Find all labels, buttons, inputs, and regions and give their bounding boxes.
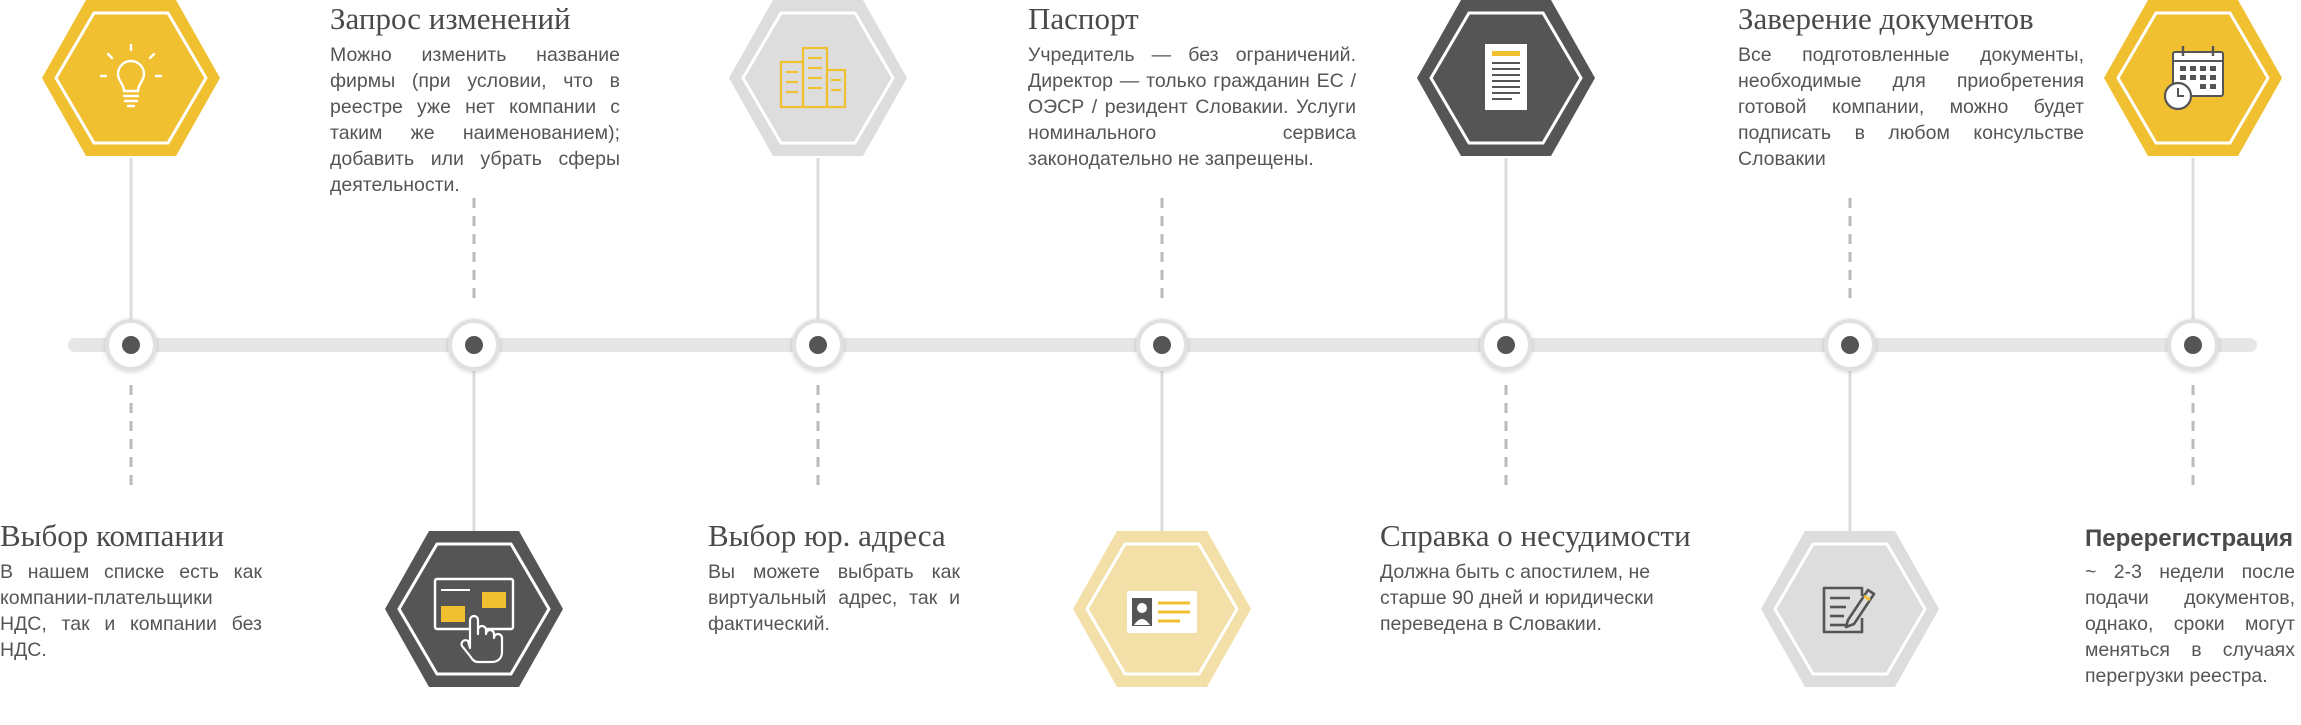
timeline-node-dot [1497,336,1515,354]
id-card-icon [1127,591,1197,633]
step-1-title: Выбор компании [0,518,225,553]
timeline-node-dot [122,336,140,354]
step-6 [1761,198,1939,687]
step-7-title: Перерегистрация [2085,525,2293,552]
step-4-title: Паспорт [1028,1,1139,36]
edit-document-icon [1822,586,1876,634]
touch-screen-icon [433,577,515,664]
timeline-node-dot [1153,336,1171,354]
step-6-description: Все подготовленные документы, необходимы… [1738,44,2084,170]
step-2 [385,198,563,687]
step-2-title: Запрос изменений [330,1,571,36]
step-2-description: Можно изменить название фирмы (при услов… [330,44,620,196]
step-4 [1073,198,1251,687]
timeline-node-dot [809,336,827,354]
step-3-title: Выбор юр. адреса [708,518,946,553]
lightbulb-icon [99,43,163,108]
document-icon [1485,44,1527,110]
step-1 [42,0,220,490]
calendar-clock-icon [2163,46,2224,111]
hexagon-inner [54,11,208,145]
step-3 [729,0,907,490]
step-4-description: Учредитель — без ограничений. Директор —… [1028,44,1356,170]
timeline-node-dot [465,336,483,354]
step-5-title: Справка о несудимости [1380,518,1691,553]
timeline-node-dot [2184,336,2202,354]
step-5 [1417,0,1595,490]
step-5-description: Должна быть с апостилем, не старше 90 дн… [1380,561,1654,635]
step-7 [2104,0,2282,490]
step-1-description: В нашем списке есть как компании-платель… [0,561,262,661]
hexagon-inner [1773,542,1927,676]
step-3-description: Вы можете выбрать как виртуальный адрес,… [708,561,960,635]
timeline-node-dot [1841,336,1859,354]
building-icon [779,46,847,109]
hexagon-inner [397,542,551,676]
step-7-description: ~ 2-3 недели после подачи документов, од… [2085,561,2295,687]
step-6-title: Заверение документов [1738,1,2034,36]
